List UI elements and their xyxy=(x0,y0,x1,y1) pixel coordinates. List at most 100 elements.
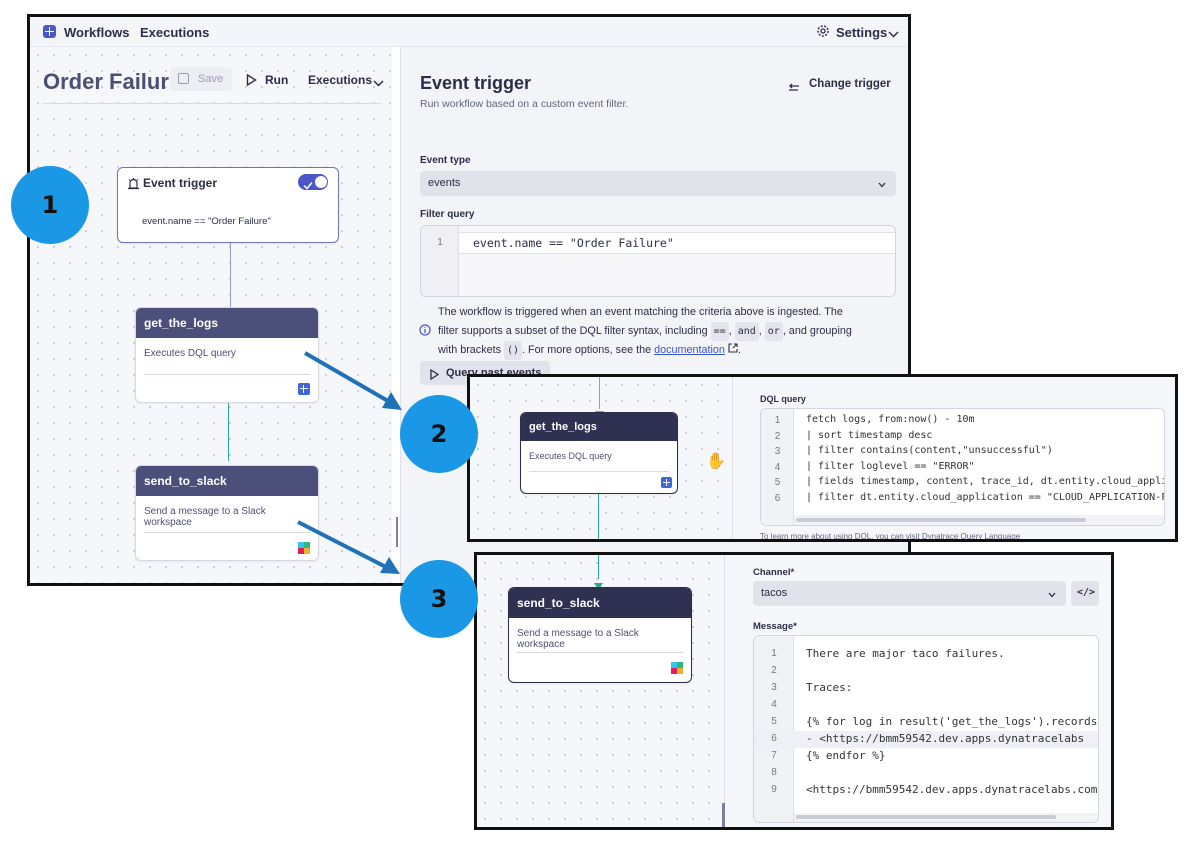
arrow-down-icon xyxy=(594,577,603,595)
trigger-toggle[interactable] xyxy=(298,174,328,190)
play-icon[interactable] xyxy=(246,73,257,91)
swap-arrow-icon[interactable] xyxy=(788,80,800,98)
info-icon xyxy=(419,323,431,341)
line-number: 7 xyxy=(771,750,777,761)
nav-workflows[interactable]: Workflows xyxy=(64,25,130,40)
line-number: 8 xyxy=(771,767,777,778)
code-brackets-icon: </> xyxy=(1077,587,1096,598)
gear-icon[interactable] xyxy=(816,24,830,38)
connector-line xyxy=(599,377,600,409)
scrollbar-thumb[interactable] xyxy=(796,518,1086,522)
hand-cursor-icon: ✋ xyxy=(706,453,726,470)
alarm-icon xyxy=(127,177,140,195)
chevron-down-icon xyxy=(1048,589,1056,601)
documentation-link[interactable]: documentation xyxy=(654,344,725,356)
toolbar-divider xyxy=(43,103,381,104)
settings-button[interactable]: Settings xyxy=(836,25,888,40)
node-divider xyxy=(529,471,669,472)
node-divider xyxy=(144,374,310,375)
get-the-logs-node[interactable]: get_the_logs Executes DQL query xyxy=(135,307,319,403)
line-number: 6 xyxy=(774,492,781,504)
line-number: 2 xyxy=(771,665,777,676)
info-line-2: filter supports a subset of the DQL filt… xyxy=(438,322,898,341)
chevron-down-icon[interactable] xyxy=(373,75,384,93)
code-line: <https://bmm59542.dev.apps.dynatracelabs… xyxy=(806,783,1098,796)
connector-line xyxy=(598,494,599,539)
send-to-slack-node[interactable]: send_to_slack Send a message to a Slack … xyxy=(508,587,692,683)
horizontal-scrollbar[interactable] xyxy=(794,515,1164,525)
trigger-node-condition: event.name == "Order Failure" xyxy=(142,216,271,227)
top-navigation: Workflows Executions Settings xyxy=(30,17,908,47)
save-icon xyxy=(178,73,189,84)
event-type-value: events xyxy=(428,177,461,189)
connector-line xyxy=(230,243,231,307)
code-line: | fields timestamp, content, trace_id, d… xyxy=(806,476,1165,487)
code-line: Traces: xyxy=(806,681,853,694)
line-number: 3 xyxy=(771,682,777,693)
step-badge-3: 3 xyxy=(400,560,478,638)
save-button[interactable]: Save xyxy=(170,67,232,91)
get-the-logs-node[interactable]: get_the_logs Executes DQL query xyxy=(520,412,678,494)
code-chip: () xyxy=(504,341,523,360)
horizontal-scrollbar[interactable] xyxy=(794,813,1098,822)
send-to-slack-node-title: send_to_slack xyxy=(136,466,318,496)
channel-select[interactable]: tacos xyxy=(753,581,1066,606)
info-line-3-mid: . For more options, see the xyxy=(522,344,652,356)
event-trigger-node[interactable]: Event trigger event.name == "Order Failu… xyxy=(117,167,339,243)
info-line-3: with brackets (). For more options, see … xyxy=(438,341,898,360)
line-gutter xyxy=(761,409,794,525)
save-label: Save xyxy=(198,73,224,85)
panel-resize-handle[interactable] xyxy=(722,803,725,827)
chevron-down-icon xyxy=(878,179,886,191)
send-to-slack-node[interactable]: send_to_slack Send a message to a Slack … xyxy=(135,465,319,561)
workflow-title[interactable]: Order Failure xyxy=(43,69,169,94)
line-number: 3 xyxy=(774,446,781,457)
info-line-2-text: filter supports a subset of the DQL filt… xyxy=(438,325,708,337)
code-line: {% for log in result('get_the_logs').rec… xyxy=(806,715,1098,728)
info-line-2-tail: , and grouping xyxy=(782,325,852,337)
line-number: 5 xyxy=(774,477,781,488)
code-line: There are major taco failures. xyxy=(806,647,1005,660)
code-toggle-button[interactable]: </> xyxy=(1071,581,1099,606)
code-line: | sort timestamp desc xyxy=(806,429,933,441)
line-number: 4 xyxy=(771,699,777,710)
filter-info-text: The workflow is triggered when an event … xyxy=(438,303,898,360)
filter-query-editor[interactable]: 1 event.name == "Order Failure" xyxy=(420,225,896,297)
panel-resize-handle[interactable] xyxy=(396,517,398,547)
slack-detail-frame: send_to_slack Send a message to a Slack … xyxy=(474,552,1114,830)
code-line: {% endfor %} xyxy=(806,749,886,762)
line-number: 5 xyxy=(771,716,777,727)
slack-icon xyxy=(298,541,310,554)
chevron-down-icon[interactable] xyxy=(888,26,899,44)
info-line-3-text: with brackets xyxy=(438,344,502,356)
dql-app-icon xyxy=(661,477,672,488)
code-line: fetch logs, from:now() - 10m xyxy=(806,414,975,425)
scrollbar-thumb[interactable] xyxy=(796,815,1056,819)
workflows-app-icon xyxy=(43,25,56,38)
slack-icon xyxy=(671,661,683,674)
line-number: 9 xyxy=(771,784,777,795)
executions-dropdown[interactable]: Executions xyxy=(308,73,373,87)
change-trigger-button[interactable]: Change trigger xyxy=(809,78,891,90)
dql-app-icon xyxy=(298,383,310,395)
event-type-select[interactable]: events xyxy=(420,171,896,196)
channel-label: Channel* xyxy=(753,567,795,578)
panel-title: Event trigger xyxy=(420,73,532,93)
step-badge-2: 2 xyxy=(400,395,478,473)
code-chip: == xyxy=(710,322,729,341)
line-gutter xyxy=(421,226,459,296)
run-button[interactable]: Run xyxy=(265,73,289,87)
send-to-slack-node-title: send_to_slack xyxy=(509,588,691,618)
code-chip: and xyxy=(734,322,759,341)
node-divider xyxy=(144,532,310,533)
active-line-highlight xyxy=(754,731,1098,748)
line-number: 1 xyxy=(774,415,781,426)
external-link-icon[interactable] xyxy=(728,343,738,356)
pane-divider xyxy=(724,555,725,827)
play-icon xyxy=(430,367,440,385)
nav-executions[interactable]: Executions xyxy=(140,25,210,40)
dql-detail-frame: get_the_logs Executes DQL query ✋ DQL qu… xyxy=(467,374,1178,542)
